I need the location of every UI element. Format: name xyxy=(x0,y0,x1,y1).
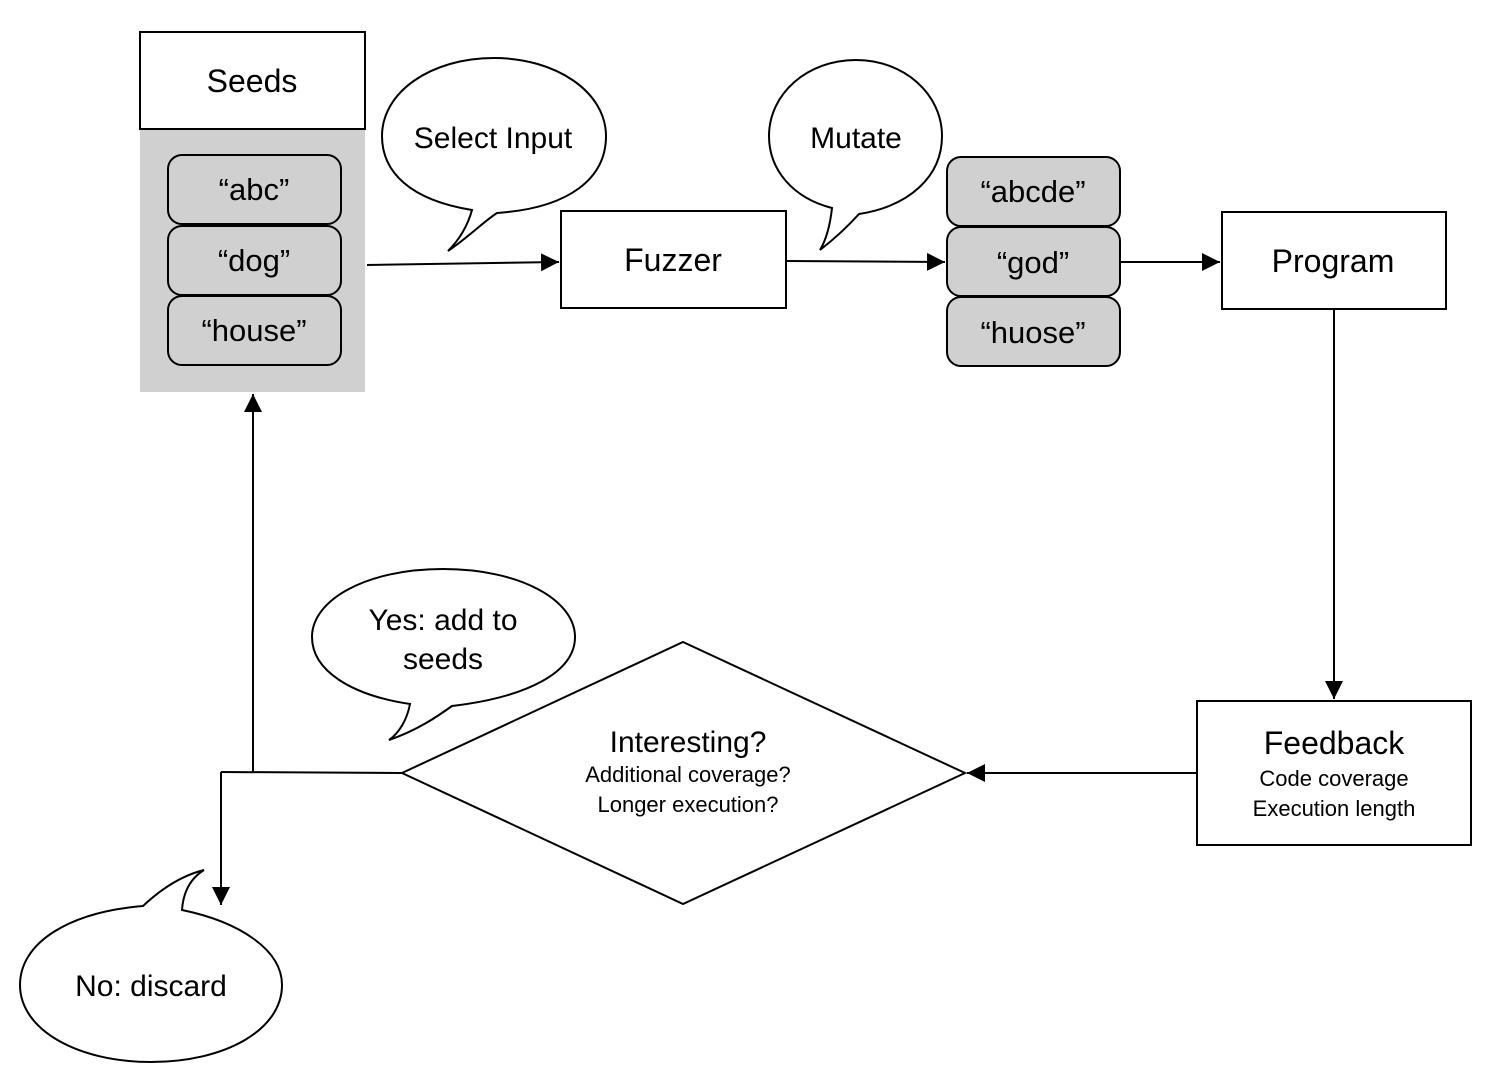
arrow-seeds-to-fuzzer xyxy=(366,253,560,272)
yes-label-line1: Yes: add to xyxy=(368,604,517,637)
seeds-group: Seeds “abc” “dog” “house” xyxy=(139,31,366,392)
program-box xyxy=(1221,211,1447,310)
mutated-item-label: “huose” xyxy=(980,315,1085,350)
fuzzer-label: Fuzzer xyxy=(624,242,722,278)
select-input-callout: Select Input xyxy=(380,56,608,252)
mutated-item-label: “god” xyxy=(997,245,1069,280)
mutated-inputs-group: “abcde” “god” “huose” xyxy=(946,156,1121,367)
seed-item-label: “abc” xyxy=(219,172,290,207)
yes-label-line2: seeds xyxy=(403,643,483,676)
no-label: No: discard xyxy=(75,970,227,1003)
arrow-fuzzer-to-mutated xyxy=(786,252,946,271)
decision-title: Interesting? xyxy=(610,726,767,759)
mutate-callout: Mutate xyxy=(767,58,944,251)
decision-line: Longer execution? xyxy=(597,792,778,817)
seed-item-box xyxy=(167,154,342,225)
decision-diamond xyxy=(399,640,968,906)
program-node: Program xyxy=(1221,211,1447,310)
mutated-item-label: “abcde” xyxy=(980,174,1085,209)
feedback-title: Feedback xyxy=(1264,725,1406,761)
mutated-item-box xyxy=(946,296,1121,367)
fuzzer-node: Fuzzer xyxy=(560,210,787,309)
interesting-decision: Interesting? Additional coverage? Longer… xyxy=(399,640,968,906)
program-label: Program xyxy=(1272,243,1395,279)
fuzzer-box xyxy=(560,210,787,309)
seed-item-label: “house” xyxy=(201,313,306,348)
mutate-label: Mutate xyxy=(810,122,902,155)
seeds-title: Seeds xyxy=(207,63,298,99)
feedback-line: Execution length xyxy=(1253,796,1416,821)
seed-item-box xyxy=(167,295,342,366)
feedback-node: Feedback Code coverage Execution length xyxy=(1196,700,1472,846)
no-callout: No: discard xyxy=(18,869,284,1064)
feedback-line: Code coverage xyxy=(1259,766,1408,791)
line-decision-to-branch xyxy=(220,771,403,774)
connectors xyxy=(212,252,1343,905)
seed-item-label: “dog” xyxy=(218,243,290,278)
feedback-box xyxy=(1196,700,1472,846)
decision-line: Additional coverage? xyxy=(585,762,790,787)
seeds-header-box xyxy=(139,31,366,130)
yes-callout: Yes: add to seeds xyxy=(310,567,577,741)
select-input-label: Select Input xyxy=(414,122,573,155)
